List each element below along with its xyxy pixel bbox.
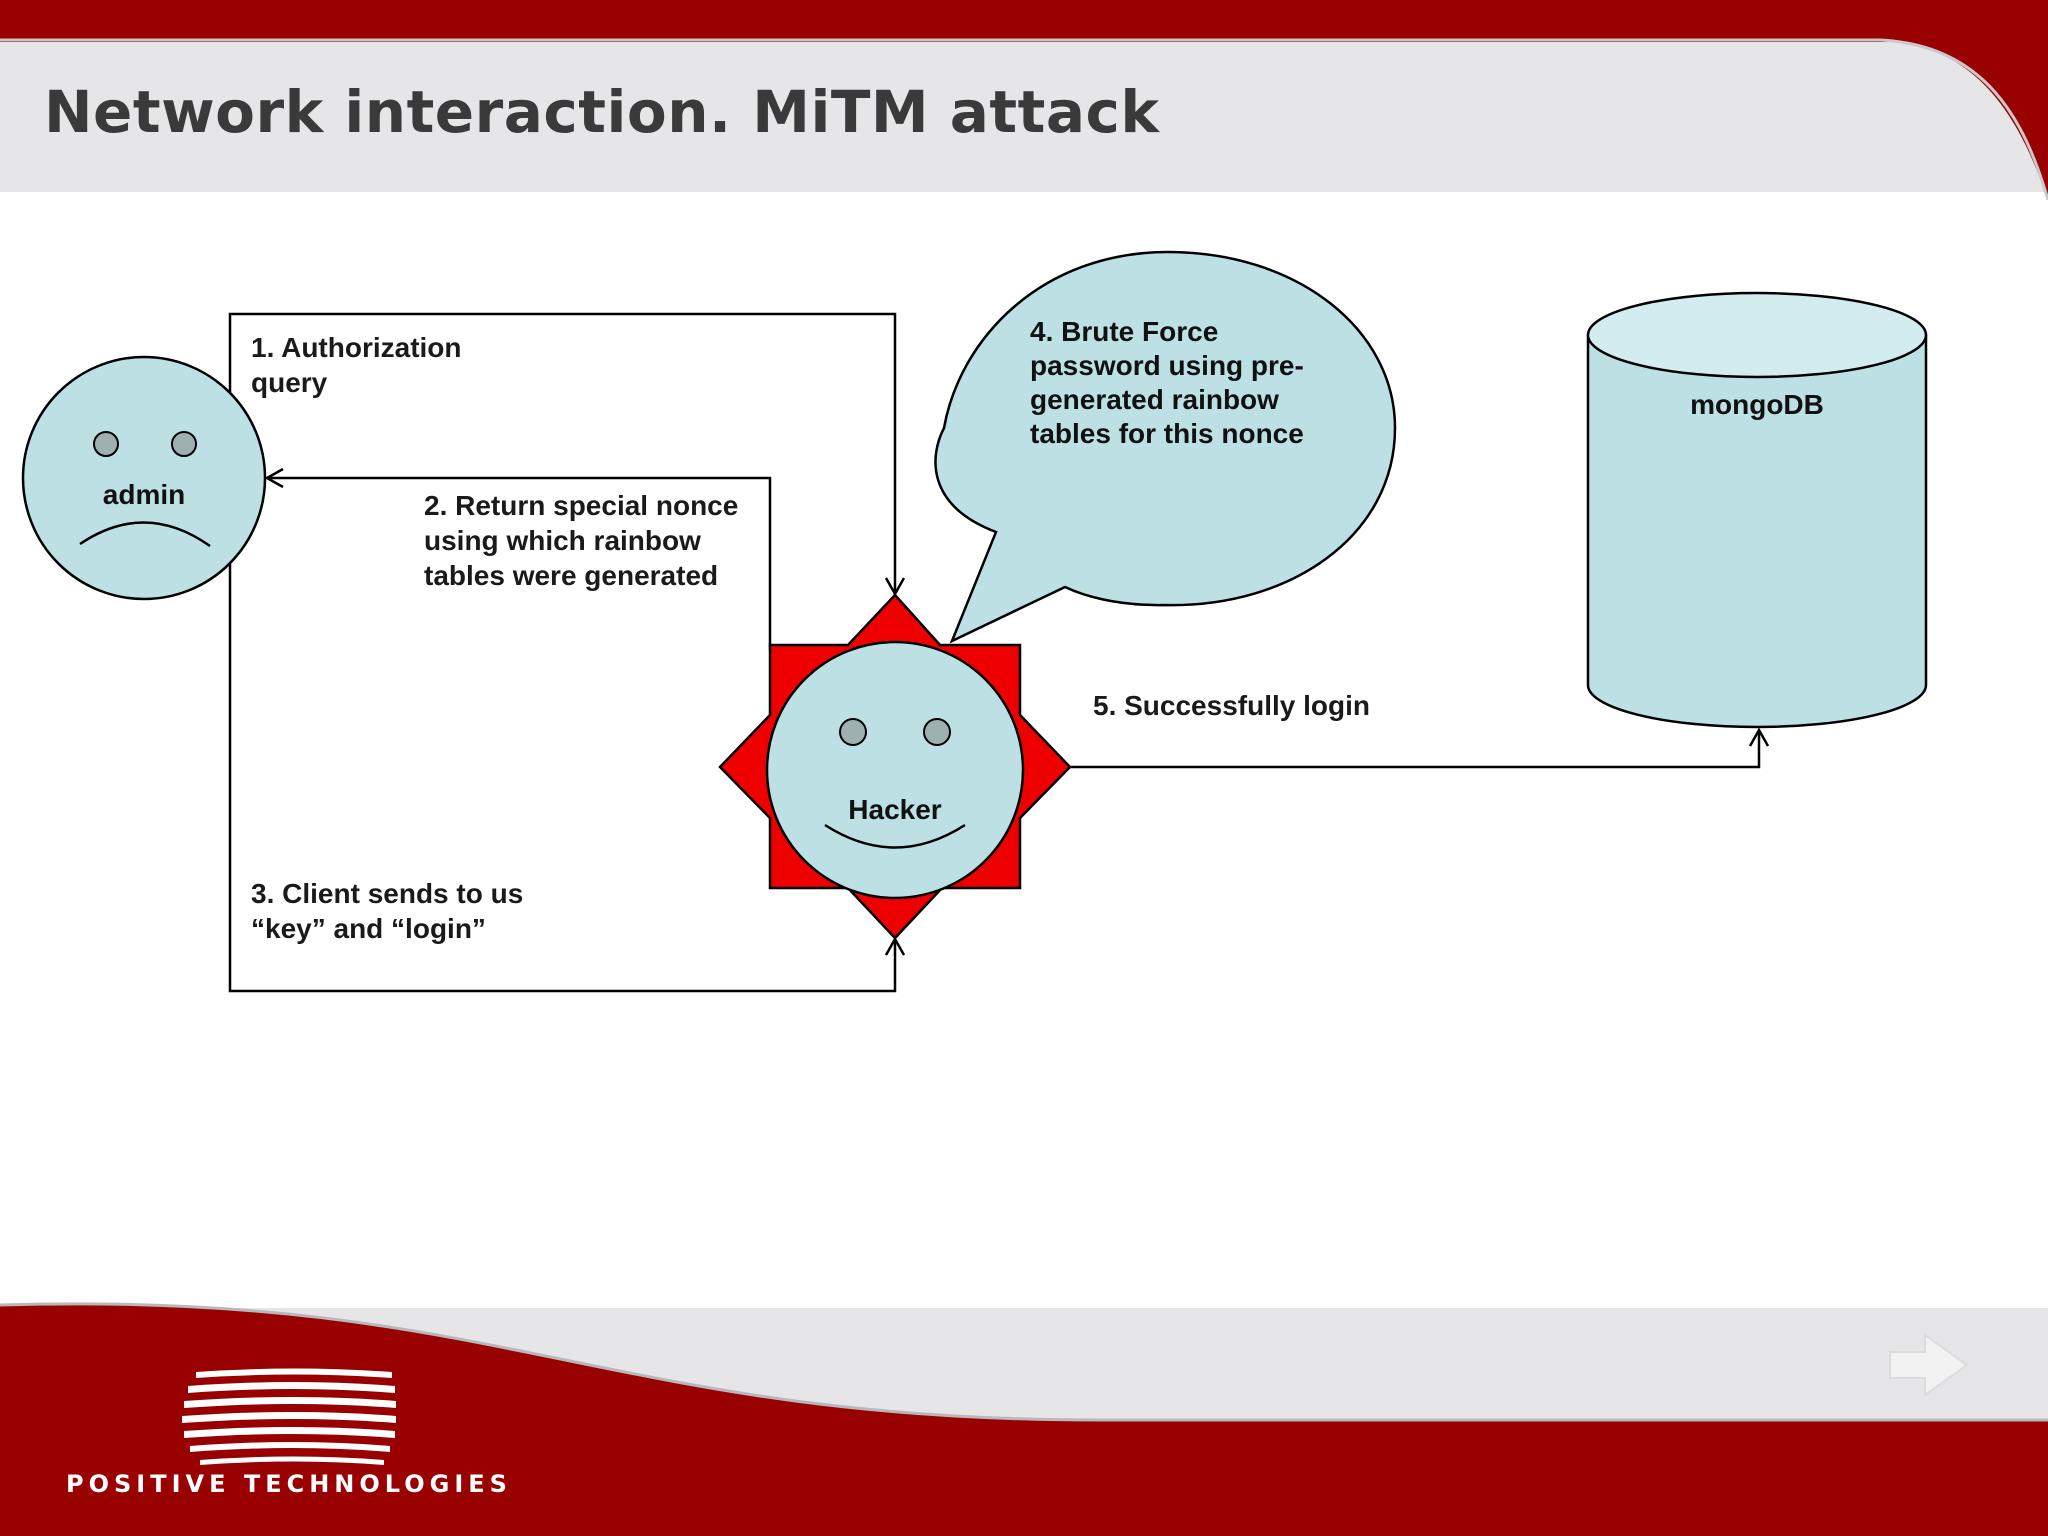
step5-label: 5. Successfully login	[1093, 690, 1370, 721]
hacker-smile	[824, 823, 966, 849]
page-title: Network interaction. MiTM attack	[44, 78, 1160, 146]
company-logo	[182, 1368, 396, 1465]
speech-bubble	[934, 250, 1397, 644]
admin-frown	[79, 521, 211, 548]
admin-node	[21, 355, 267, 601]
hacker-left-eye	[839, 718, 867, 746]
edge-return-nonce	[267, 478, 772, 650]
admin-left-eye	[93, 431, 119, 457]
step1-label: 1. Authorization query	[251, 332, 462, 398]
admin-right-eye	[171, 431, 197, 457]
hacker-right-eye	[923, 718, 951, 746]
edge-successful-login	[1070, 730, 1759, 769]
step3-label: 3. Client sends to us “key” and “login”	[251, 878, 524, 944]
hacker-node	[718, 593, 1072, 940]
footer-band	[0, 1302, 2048, 1536]
edge-client-sends-key	[228, 560, 895, 993]
company-logo-text: POSITIVE TECHNOLOGIES	[66, 1470, 512, 1498]
arrow-right-icon[interactable]	[1889, 1333, 1969, 1397]
header-band	[0, 0, 2048, 201]
mongodb-label: mongoDB	[1690, 389, 1824, 420]
step2-label: 2. Return special nonce using which rain…	[424, 490, 739, 591]
admin-label: admin	[102, 479, 186, 510]
mongodb-node	[1586, 291, 1928, 729]
hacker-label: Hacker	[848, 794, 942, 825]
bubble-text: 4. Brute Force password using pre- gener…	[1030, 316, 1304, 449]
